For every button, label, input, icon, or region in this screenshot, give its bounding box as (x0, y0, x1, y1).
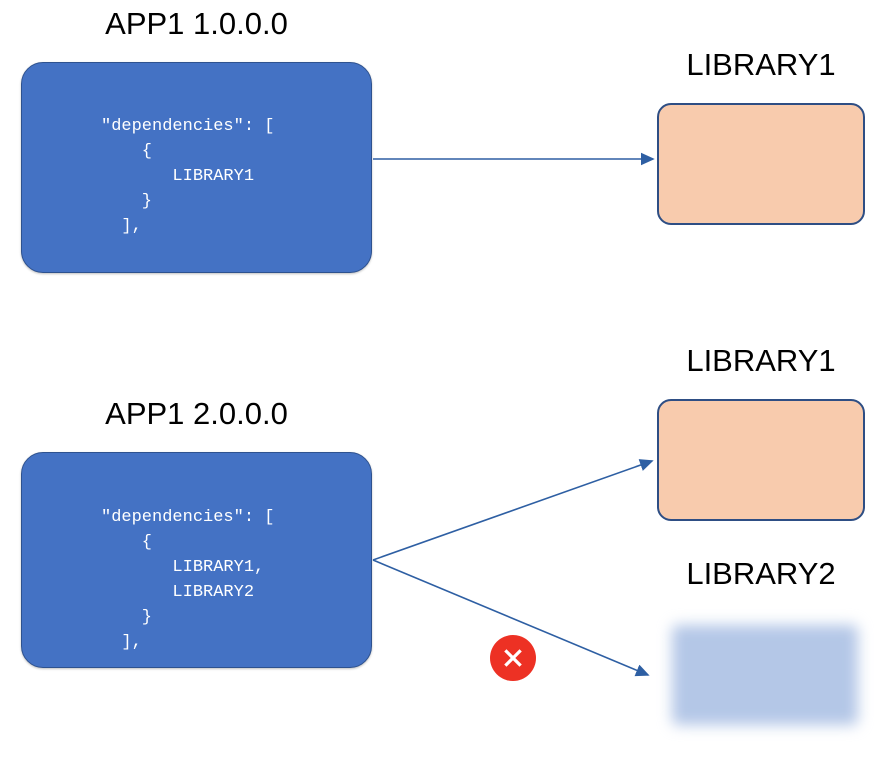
library1-v1-box[interactable] (657, 103, 865, 225)
error-circle-x-icon (490, 635, 536, 681)
app1-v1-box[interactable] (21, 62, 372, 273)
arrow-app1v2-to-library1 (372, 459, 654, 561)
app1-v2-caption: APP1 2.0.0.0 (105, 396, 288, 431)
library2-caption: LIBRARY2 (686, 556, 836, 591)
library1-v2-box[interactable] (657, 399, 865, 521)
app1-v1-dependencies-code: "dependencies": [ { LIBRARY1 } ], (101, 117, 275, 236)
app1-v2-box[interactable] (21, 452, 372, 668)
app1-v1-caption: APP1 1.0.0.0 (105, 6, 288, 41)
library2-box-missing (672, 625, 858, 725)
library1-v1-caption: LIBRARY1 (686, 47, 836, 82)
app1-v2-dependencies-code: "dependencies": [ { LIBRARY1, LIBRARY2 }… (101, 508, 275, 652)
library1-v2-caption: LIBRARY1 (686, 343, 836, 378)
